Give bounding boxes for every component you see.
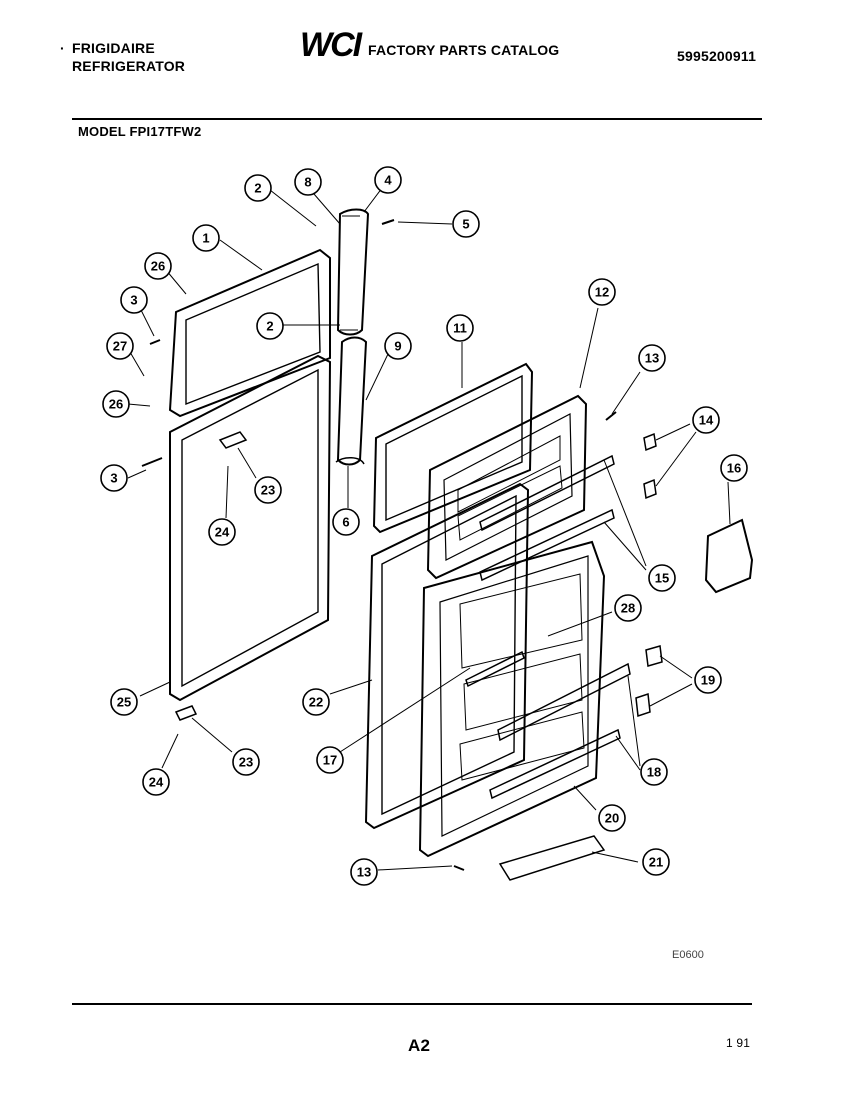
callout-label: 13: [645, 351, 659, 366]
callout-15: [648, 564, 676, 592]
callout-1: [192, 224, 220, 252]
catalog-number: 5995200911: [677, 48, 757, 64]
callout-label: 8: [304, 175, 311, 190]
callout-5: [452, 210, 480, 238]
callout-label: 3: [110, 471, 117, 486]
callout-21: [642, 848, 670, 876]
callout-13a: [638, 344, 666, 372]
callout-label: 3: [130, 293, 137, 308]
callout-label: 24: [149, 775, 164, 790]
page-number: A2: [408, 1036, 431, 1055]
callout-label: 23: [261, 483, 275, 498]
callout-label: 28: [621, 601, 635, 616]
callout-2a: [244, 174, 272, 202]
callout-3a: [120, 286, 148, 314]
callout-label: 1: [202, 231, 209, 246]
callout-label: 22: [309, 695, 323, 710]
callout-24a: [208, 518, 236, 546]
callout-18: [640, 758, 668, 786]
callout-label: 4: [384, 173, 392, 188]
revision-date: 1 91: [726, 1036, 751, 1050]
callout-label: 26: [151, 259, 165, 274]
product-name: REFRIGERATOR: [72, 58, 186, 74]
callout-label: 25: [117, 695, 131, 710]
callout-3b: [100, 464, 128, 492]
header-rule: [72, 118, 762, 120]
callout-label: 20: [605, 811, 619, 826]
callout-26b: [102, 390, 130, 418]
callout-23a: [254, 476, 282, 504]
callout-label: 17: [323, 753, 337, 768]
callout-11: [446, 314, 474, 342]
callout-label: 15: [655, 571, 669, 586]
callout-14: [692, 406, 720, 434]
callout-20: [598, 804, 626, 832]
callout-24b: [142, 768, 170, 796]
bullet-mark: ·: [60, 40, 65, 56]
callout-label: 16: [727, 461, 741, 476]
diagram-code: E0600: [672, 949, 704, 961]
callout-26a: [144, 252, 172, 280]
callout-label: 5: [462, 217, 469, 232]
callout-9: [384, 332, 412, 360]
callout-label: 2: [254, 181, 261, 196]
callout-label: 12: [595, 285, 609, 300]
callout-label: 19: [701, 673, 715, 688]
callout-label: 26: [109, 397, 123, 412]
callout-label: 24: [215, 525, 230, 540]
callout-19: [694, 666, 722, 694]
callout-27: [106, 332, 134, 360]
wci-logo: WCI: [300, 26, 362, 64]
callout-label: 9: [394, 339, 401, 354]
callout-6: [332, 508, 360, 536]
brand-name: FRIGIDAIRE: [72, 40, 155, 56]
callout-23b: [232, 748, 260, 776]
callout-label: 14: [699, 413, 714, 428]
callout-label: 18: [647, 765, 661, 780]
callout-28: [614, 594, 642, 622]
callout-label: 27: [113, 339, 127, 354]
callout-13b: [350, 858, 378, 886]
callout-22: [302, 688, 330, 716]
callout-4: [374, 166, 402, 194]
callout-25: [110, 688, 138, 716]
callout-2b: [256, 312, 284, 340]
catalog-title: FACTORY PARTS CATALOG: [368, 42, 560, 58]
callout-label: 21: [649, 855, 663, 870]
callout-12: [588, 278, 616, 306]
callout-label: 2: [266, 319, 273, 334]
callout-label: 13: [357, 865, 371, 880]
callout-label: 23: [239, 755, 253, 770]
callout-17: [316, 746, 344, 774]
model-label: MODEL FPI17TFW2: [78, 124, 202, 139]
callout-label: 11: [453, 321, 467, 336]
callout-8: [294, 168, 322, 196]
callout-16: [720, 454, 748, 482]
callout-label: 6: [342, 515, 349, 530]
